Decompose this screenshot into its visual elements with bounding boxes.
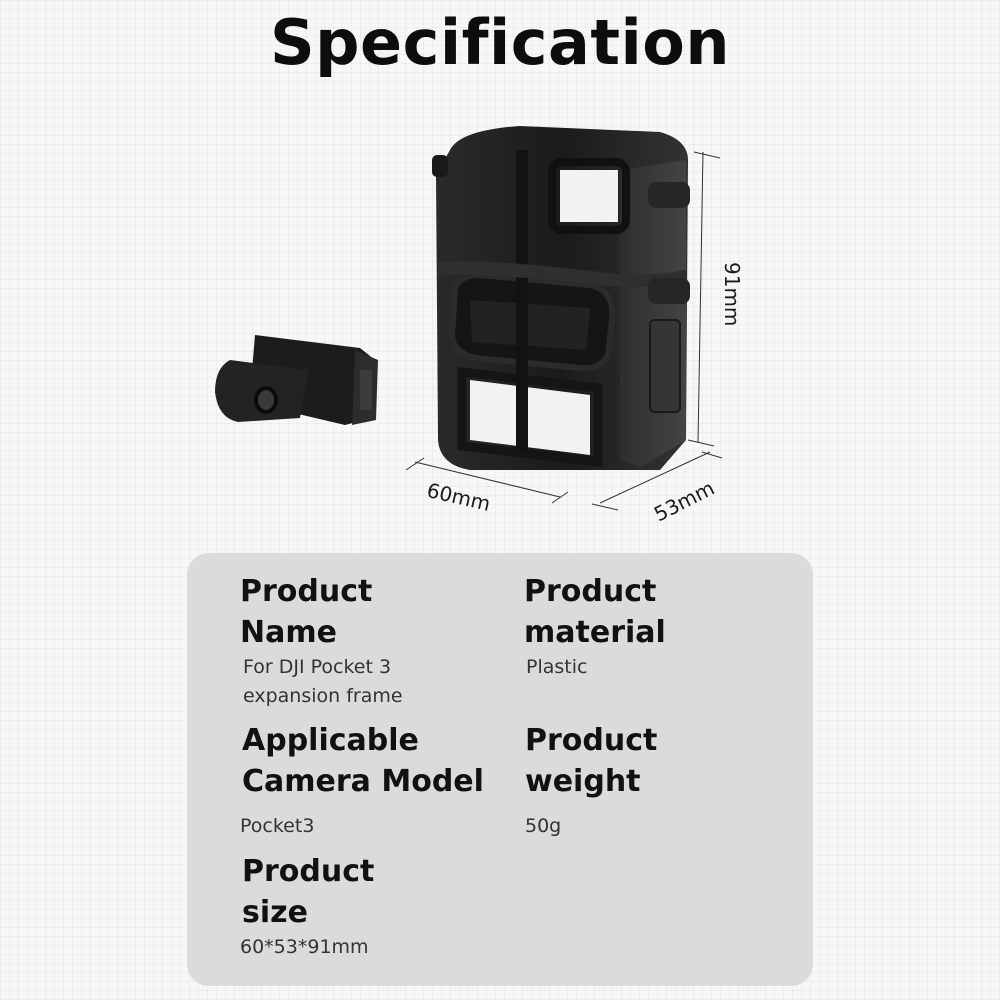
- spec-card: Product Name For DJI Pocket 3 expansion …: [187, 553, 813, 986]
- spec-label: Product weight: [525, 723, 658, 799]
- dimension-lines: [405, 151, 723, 511]
- spec-label: Product Name: [240, 574, 373, 650]
- spec-value: For DJI Pocket 3 expansion frame: [243, 656, 403, 707]
- spec-value: 60*53*91mm: [240, 936, 369, 958]
- spec-value: Plastic: [526, 656, 588, 678]
- product-illustration: [215, 126, 723, 511]
- page-title: Specification: [269, 6, 731, 79]
- spec-value: 50g: [525, 815, 562, 837]
- mount-adapter-icon: [215, 335, 378, 425]
- spec-label: Applicable Camera Model: [242, 723, 484, 799]
- spec-product-name: Product Name For DJI Pocket 3 expansion …: [240, 571, 403, 711]
- spec-label: Product size: [242, 854, 375, 930]
- spec-applicable-camera-model: Applicable Camera Model Pocket3: [240, 720, 484, 841]
- spec-product-material: Product material Plastic: [524, 571, 666, 682]
- spec-value: Pocket3: [240, 815, 315, 837]
- dimension-height-label: 91mm: [720, 262, 744, 327]
- spec-label: Product material: [524, 574, 666, 650]
- spec-product-size: Product size 60*53*91mm: [240, 851, 375, 962]
- expansion-frame-icon: [432, 126, 690, 470]
- spec-product-weight: Product weight 50g: [525, 720, 657, 841]
